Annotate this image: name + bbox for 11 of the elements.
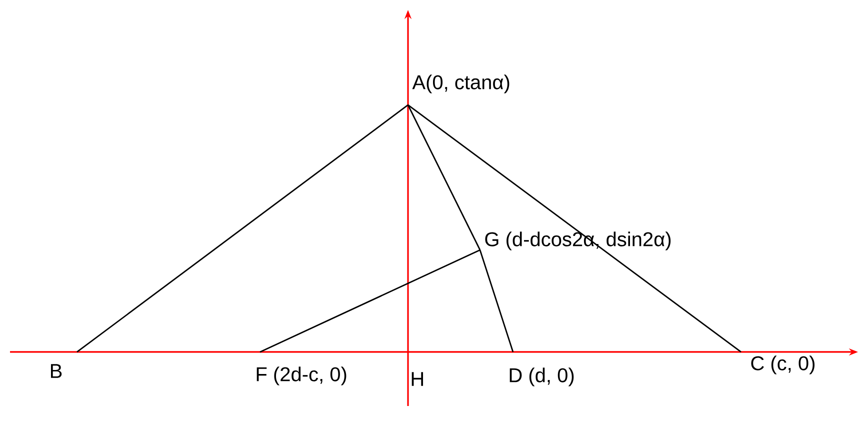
point-label: C (c, 0)	[751, 356, 814, 374]
point-label: A(0, ctanα)	[412, 74, 510, 94]
line-segment	[479, 250, 514, 352]
point-label: H	[412, 372, 424, 386]
point-label: D (d, 0)	[510, 368, 574, 386]
line-segment	[76, 104, 408, 353]
line-segment	[407, 104, 481, 250]
line-segment	[260, 249, 480, 353]
point-label: B	[50, 364, 62, 378]
point-label: F (2d-c, 0)	[256, 366, 346, 386]
line-segment	[408, 104, 742, 353]
